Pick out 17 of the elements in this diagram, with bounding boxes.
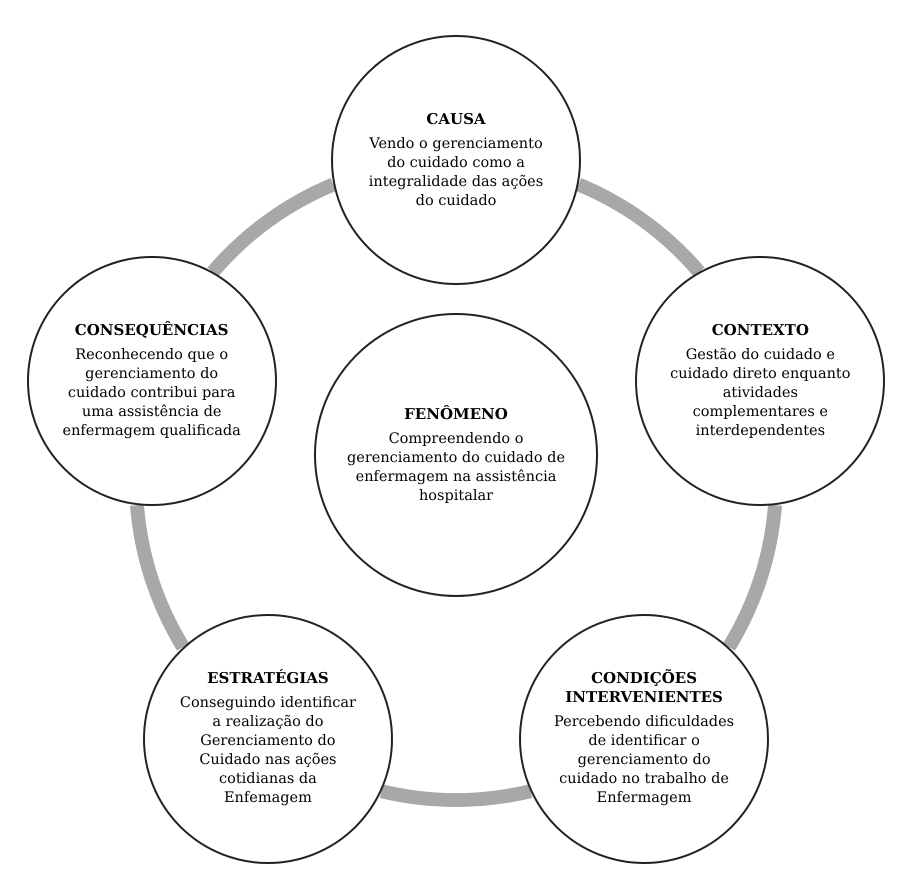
ring-band-connector: [722, 504, 782, 650]
circle-heading: CONDIÇÕES INTERVENIENTES: [564, 669, 724, 708]
circle-heading: ESTRATÉGIAS: [207, 669, 329, 688]
ring-band-connector: [380, 784, 532, 807]
circle-text: Percebendo dificuldades de identificar o gerenciamento do cuidado no trabalho de Enfermagem: [553, 713, 736, 808]
circle-text: Gestão do cuidado e cuidado direto enquanto atividades complementares e interdependentes: [669, 346, 852, 442]
ring-band-connector: [208, 178, 336, 277]
circle-heading: CONTEXTO: [712, 321, 809, 340]
ring-band-connector: [130, 504, 190, 650]
circle-text: Compreendendo o gerenciamento do cuidado de enfermagem na assistência hospitalar: [346, 430, 566, 506]
circle-heading: CAUSA: [426, 110, 486, 128]
circle-heading: FENÔMENO: [404, 404, 508, 424]
ring-band-connector: [576, 178, 704, 277]
circle-text: Reconhecendo que o gerenciamento do cuidado contribui para uma assistência de enfermagem qualificada: [61, 346, 242, 442]
circle-text: Conseguindo identificar a realização do Gerenciamento do Cuidado nas ações cotidianas da Enfemagem: [178, 694, 357, 808]
circle-heading: CONSEQUÊNCIAS: [74, 321, 228, 340]
circle-text: Vendo o gerenciamento do cuidado como a integralidade das ações do cuidado: [368, 134, 544, 210]
